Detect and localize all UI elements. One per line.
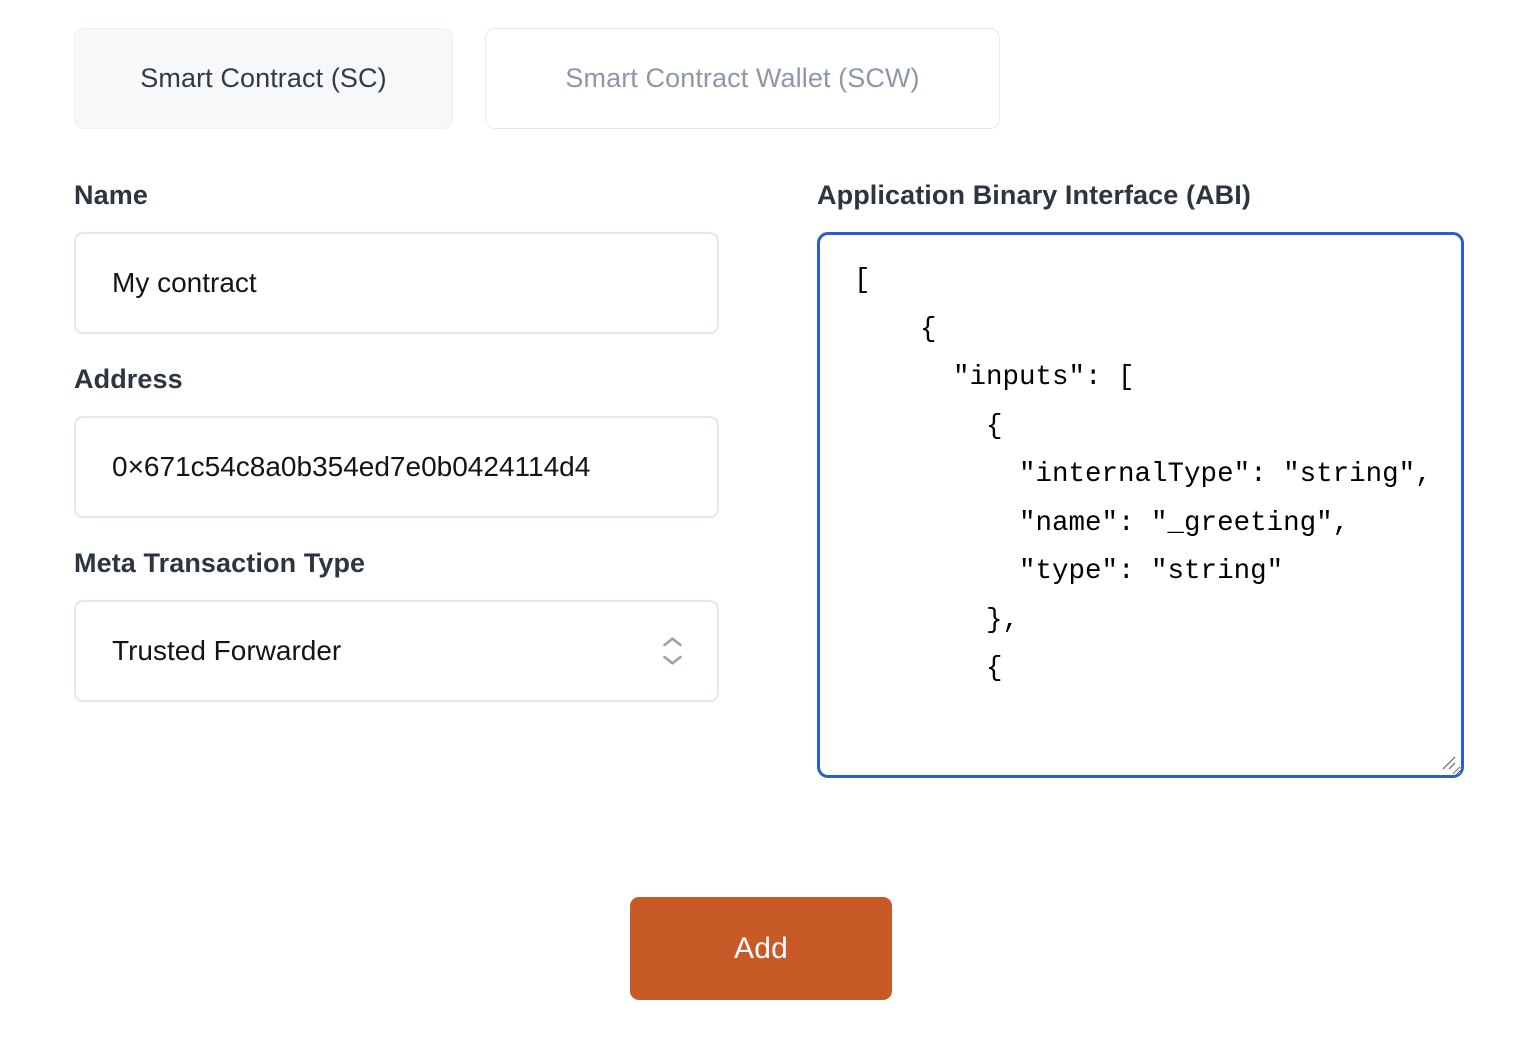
address-input[interactable] [74,416,719,518]
field-name: Name [74,180,719,334]
tab-smart-contract-label: Smart Contract (SC) [140,63,387,93]
abi-label: Application Binary Interface (ABI) [817,180,1251,210]
abi-textarea[interactable]: [ { "inputs": [ { "internalType": "strin… [817,232,1464,778]
field-abi: Application Binary Interface (ABI) [ { "… [817,180,1464,778]
add-button[interactable]: Add [630,897,892,1000]
form-right-column: Application Binary Interface (ABI) [ { "… [817,180,1464,778]
field-address: Address [74,364,719,518]
tab-smart-contract-wallet-label: Smart Contract Wallet (SCW) [565,63,920,93]
contract-form: Name Address Meta Transaction Type Trust… [74,180,1464,778]
name-label: Name [74,180,148,210]
meta-transaction-type-select[interactable]: Trusted Forwarder [74,600,719,702]
field-meta-transaction-type: Meta Transaction Type Trusted Forwarder [74,548,719,702]
address-label: Address [74,364,183,394]
contract-type-tabs: Smart Contract (SC) Smart Contract Walle… [74,28,1000,129]
form-left-column: Name Address Meta Transaction Type Trust… [74,180,719,702]
form-actions: Add [0,897,1522,1000]
abi-textarea-wrap: [ { "inputs": [ { "internalType": "strin… [817,232,1464,778]
form-columns: Name Address Meta Transaction Type Trust… [74,180,1464,778]
meta-transaction-type-label: Meta Transaction Type [74,548,366,578]
tab-smart-contract-wallet[interactable]: Smart Contract Wallet (SCW) [485,28,1000,129]
tab-smart-contract[interactable]: Smart Contract (SC) [74,28,453,129]
meta-transaction-type-select-wrap: Trusted Forwarder [74,600,719,702]
name-input[interactable] [74,232,719,334]
